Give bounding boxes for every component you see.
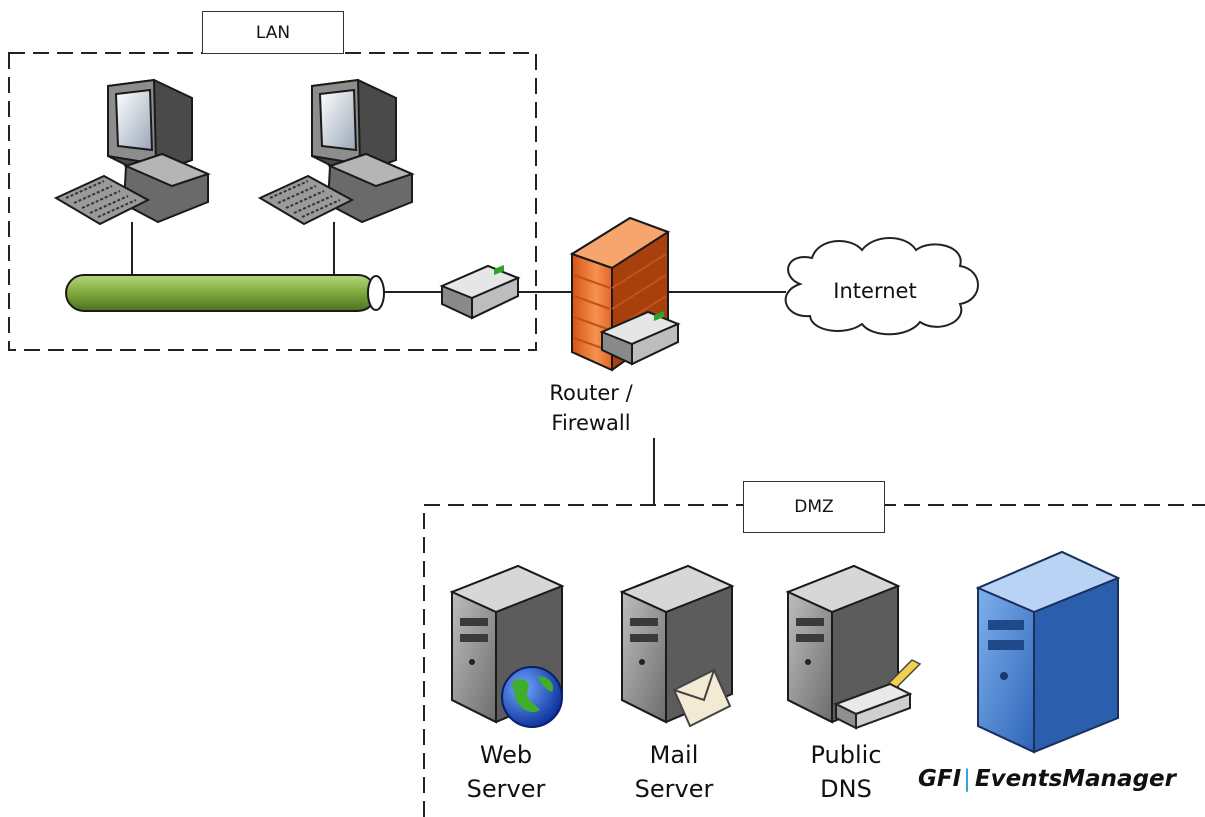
events-manager-server-icon: [975, 550, 1121, 754]
globe-icon: [501, 666, 563, 728]
public-dns-label: Public DNS: [810, 741, 882, 803]
logo-brand: GFI: [918, 766, 962, 792]
web-server-label: Web Server: [466, 741, 546, 803]
dmz-zone-border: [423, 504, 1205, 817]
desktop-computer-icon: [259, 79, 413, 225]
logo-separator: |: [963, 766, 971, 792]
cloud-icon: [784, 237, 979, 336]
dmz-zone-label: DMZ: [743, 481, 885, 533]
switch-icon: [441, 263, 519, 319]
mail-server-label: Mail Server: [634, 741, 714, 803]
desktop-computer-icon: [55, 79, 209, 225]
router-firewall-label: Router / Firewall: [549, 381, 633, 435]
network-bus-icon: [65, 274, 385, 312]
lan-zone-border: [8, 52, 537, 351]
internet-label: Internet: [833, 279, 917, 303]
logo-product: EventsManager: [974, 766, 1176, 792]
envelope-icon: [672, 668, 732, 728]
drawer-icon: [833, 659, 922, 730]
lan-zone-label: LAN: [202, 11, 344, 54]
gfi-eventsmanager-logo: GFI|EventsManager: [918, 766, 1176, 792]
